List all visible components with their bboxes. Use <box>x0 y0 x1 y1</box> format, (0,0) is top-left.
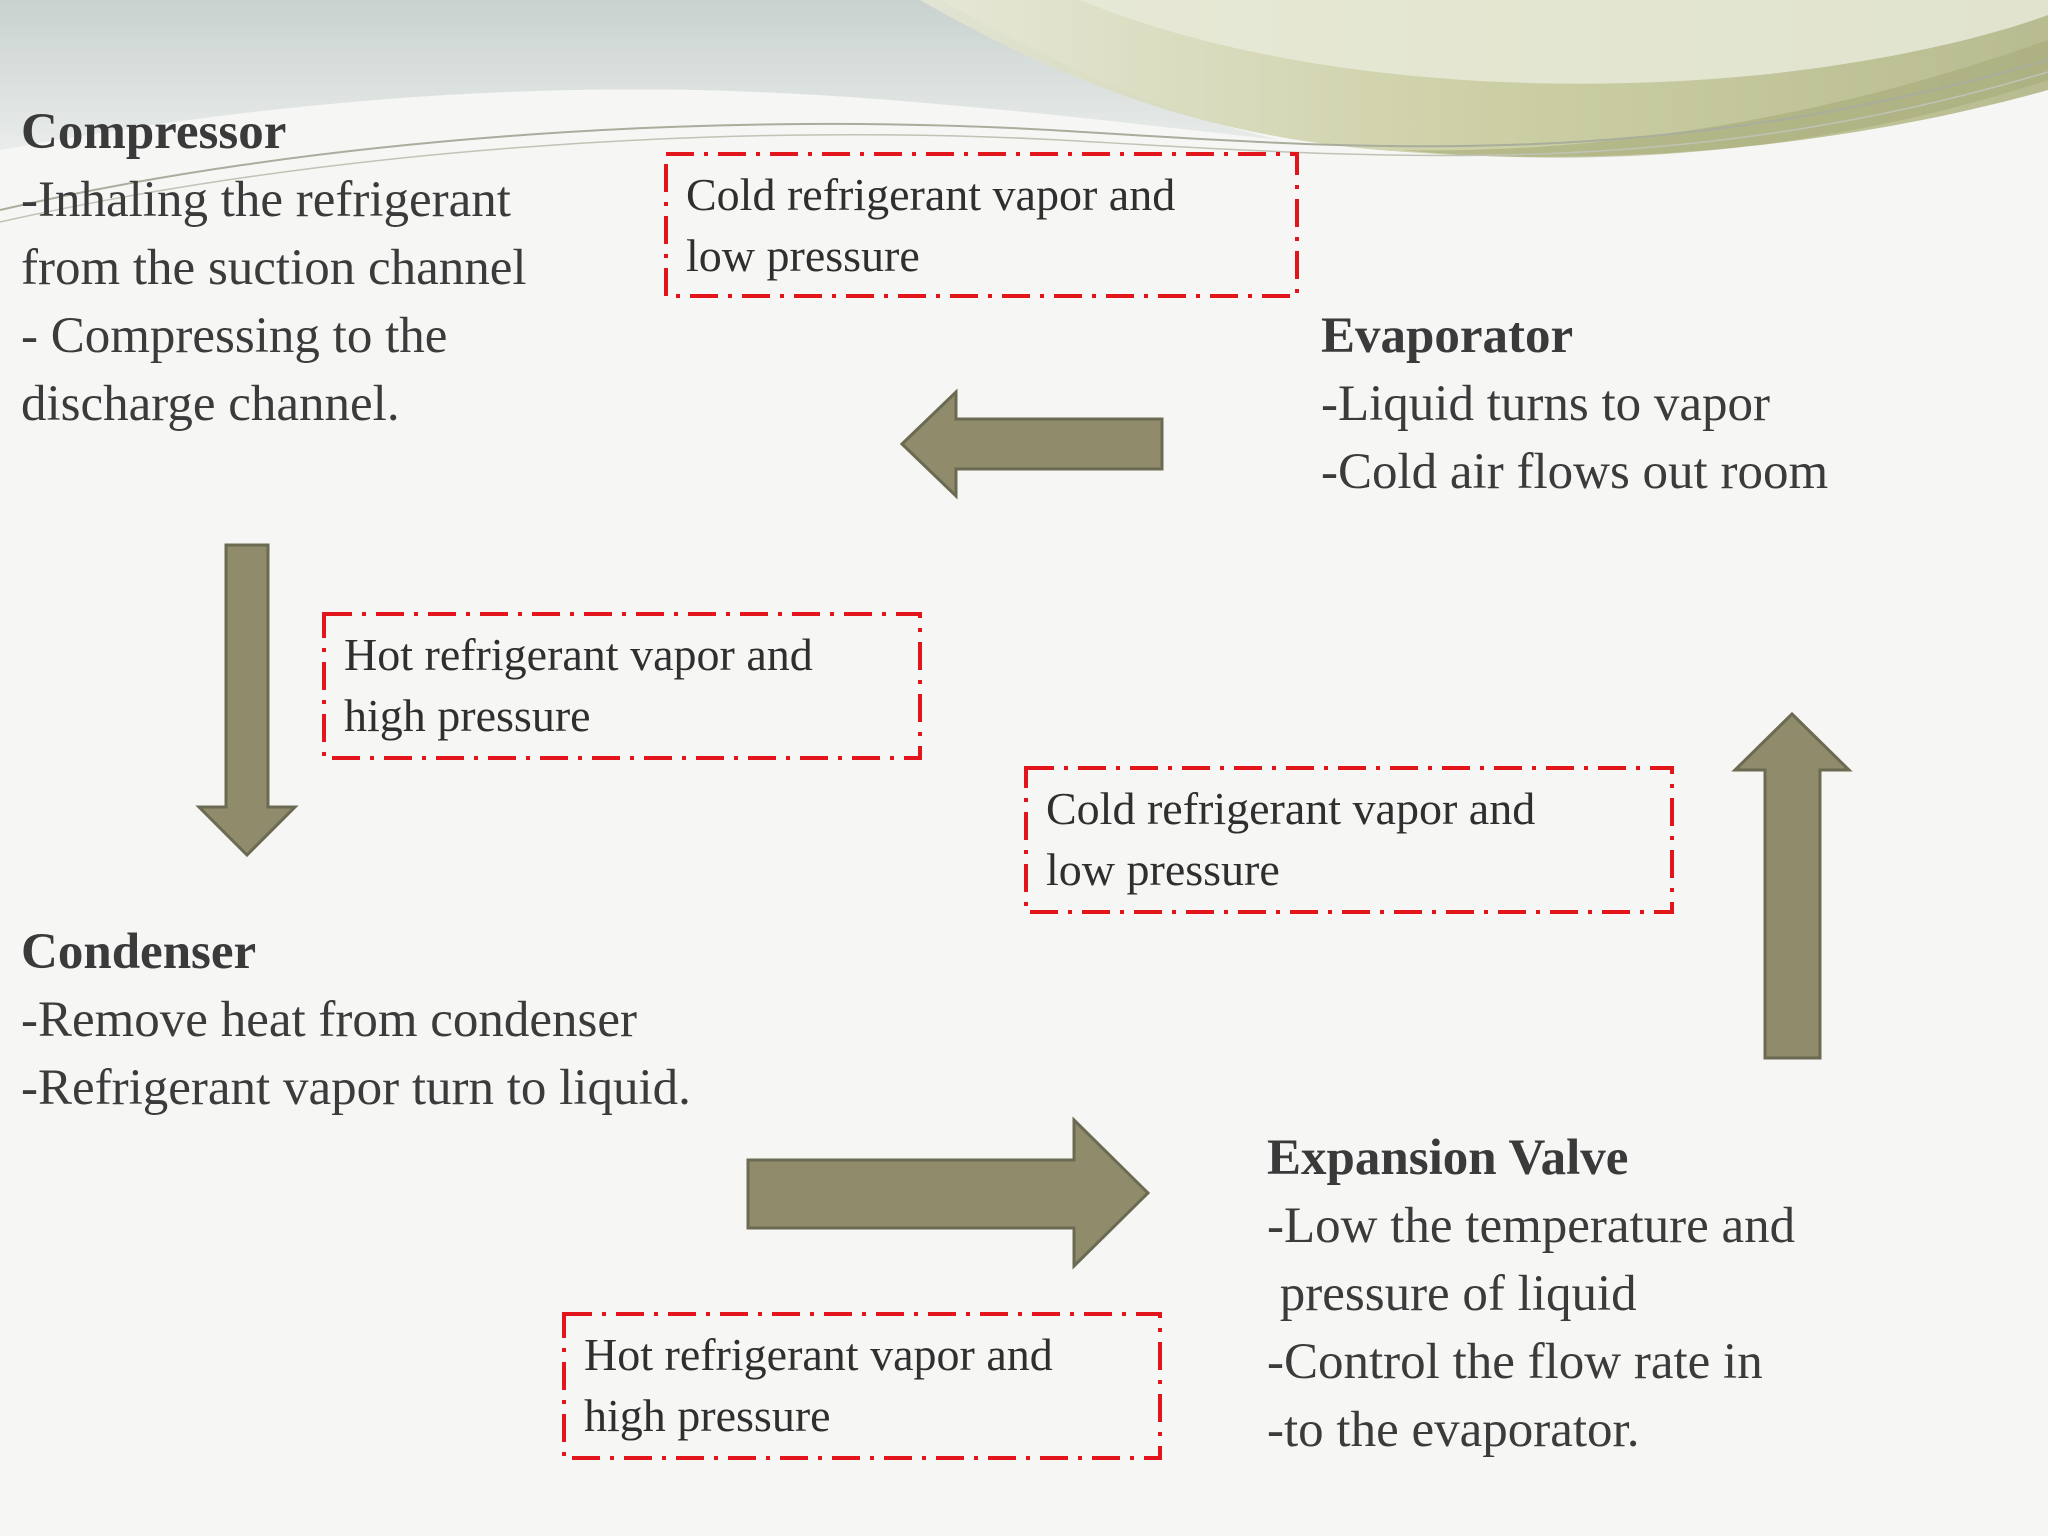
dash-dot-border <box>562 1312 1162 1460</box>
note-line: Cold refrigerant vapor and <box>686 169 1176 220</box>
expansion-valve-line: -Low the temperature and <box>1267 1198 1796 1254</box>
note-line: high pressure <box>344 690 591 741</box>
expansion-valve-line: pressure of liquid <box>1267 1266 1637 1322</box>
state-note-box: Cold refrigerant vapor and low pressure <box>1024 766 1674 914</box>
compressor-line: -Inhaling the refrigerant <box>21 172 511 228</box>
compressor-line: from the suction channel <box>21 240 527 296</box>
condenser-line: -Remove heat from condenser <box>21 992 638 1048</box>
dash-dot-border <box>664 152 1299 298</box>
expansion-valve-title: Expansion Valve <box>1267 1130 1629 1186</box>
dash-dot-border <box>1024 766 1674 914</box>
dash-dot-border <box>322 612 922 760</box>
evaporator-line: -Liquid turns to vapor <box>1321 376 1771 432</box>
expansion-valve-block: Expansion Valve -Low the temperature and… <box>1267 1124 1795 1464</box>
note-line: Cold refrigerant vapor and <box>1046 783 1536 834</box>
state-note-box: Cold refrigerant vapor and low pressure <box>664 152 1299 298</box>
evaporator-block: Evaporator -Liquid turns to vapor -Cold … <box>1321 302 1828 506</box>
condenser-line: -Refrigerant vapor turn to liquid. <box>21 1060 691 1116</box>
evaporator-title: Evaporator <box>1321 308 1574 364</box>
expansion-valve-line: -Control the flow rate in <box>1267 1334 1763 1390</box>
condenser-block: Condenser -Remove heat from condenser -R… <box>21 918 691 1122</box>
state-note-box: Hot refrigerant vapor and high pressure <box>322 612 922 760</box>
condenser-title: Condenser <box>21 924 257 980</box>
note-line: Hot refrigerant vapor and <box>584 1329 1053 1380</box>
note-line: low pressure <box>686 230 920 281</box>
note-line: low pressure <box>1046 844 1280 895</box>
expansion-valve-line: -to the evaporator. <box>1267 1402 1640 1458</box>
arrow-up-icon <box>1731 711 1853 1060</box>
compressor-block: Compressor -Inhaling the refrigerant fro… <box>21 98 527 438</box>
compressor-line: discharge channel. <box>21 376 400 432</box>
note-line: high pressure <box>584 1390 831 1441</box>
arrow-left-icon <box>899 388 1164 500</box>
evaporator-line: -Cold air flows out room <box>1321 444 1829 500</box>
state-note-box: Hot refrigerant vapor and high pressure <box>562 1312 1162 1460</box>
arrow-right-icon <box>746 1116 1151 1270</box>
arrow-down-icon <box>195 543 299 858</box>
compressor-line: - Compressing to the <box>21 308 448 364</box>
compressor-title: Compressor <box>21 104 287 160</box>
note-line: Hot refrigerant vapor and <box>344 629 813 680</box>
